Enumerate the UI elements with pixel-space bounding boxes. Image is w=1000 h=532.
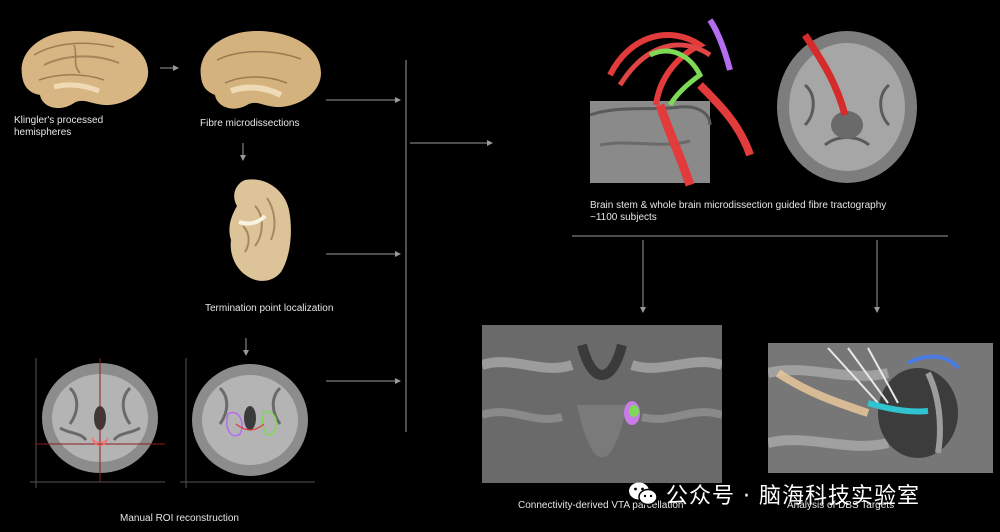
tractography-label-line2: ~1100 subjects: [590, 212, 657, 223]
tractography-3d-image: [590, 15, 760, 190]
tractography-label-line1: Brain stem & whole brain microdissection…: [590, 200, 887, 211]
microdissections-label: Fibre microdissections: [200, 118, 300, 129]
roi-mri-right: [180, 358, 315, 488]
watermark: 公众号 · 脑海科技实验室: [628, 476, 978, 512]
vta-mri-image: [482, 325, 722, 483]
dbs-label: Analysis of DBS Targets: [787, 500, 895, 511]
tractography-axial-mri: [775, 25, 920, 185]
coronal-slice-image: [225, 176, 295, 284]
wechat-icon: [629, 482, 658, 506]
manual-roi-label: Manual ROI reconstruction: [120, 513, 239, 524]
dbs-mri-image: [768, 343, 993, 473]
microdissection-image: [195, 25, 325, 115]
klingler-hemisphere-image: [14, 25, 154, 115]
klingler-label: Klingler's processed hemispheres: [14, 115, 104, 138]
roi-mri-left: [30, 358, 165, 488]
vta-label: Connectivity-derived VTA parcellation: [518, 500, 684, 511]
termination-label: Termination point localization: [205, 303, 334, 314]
watermark-text: 公众号 · 脑海科技实验室: [666, 484, 920, 509]
